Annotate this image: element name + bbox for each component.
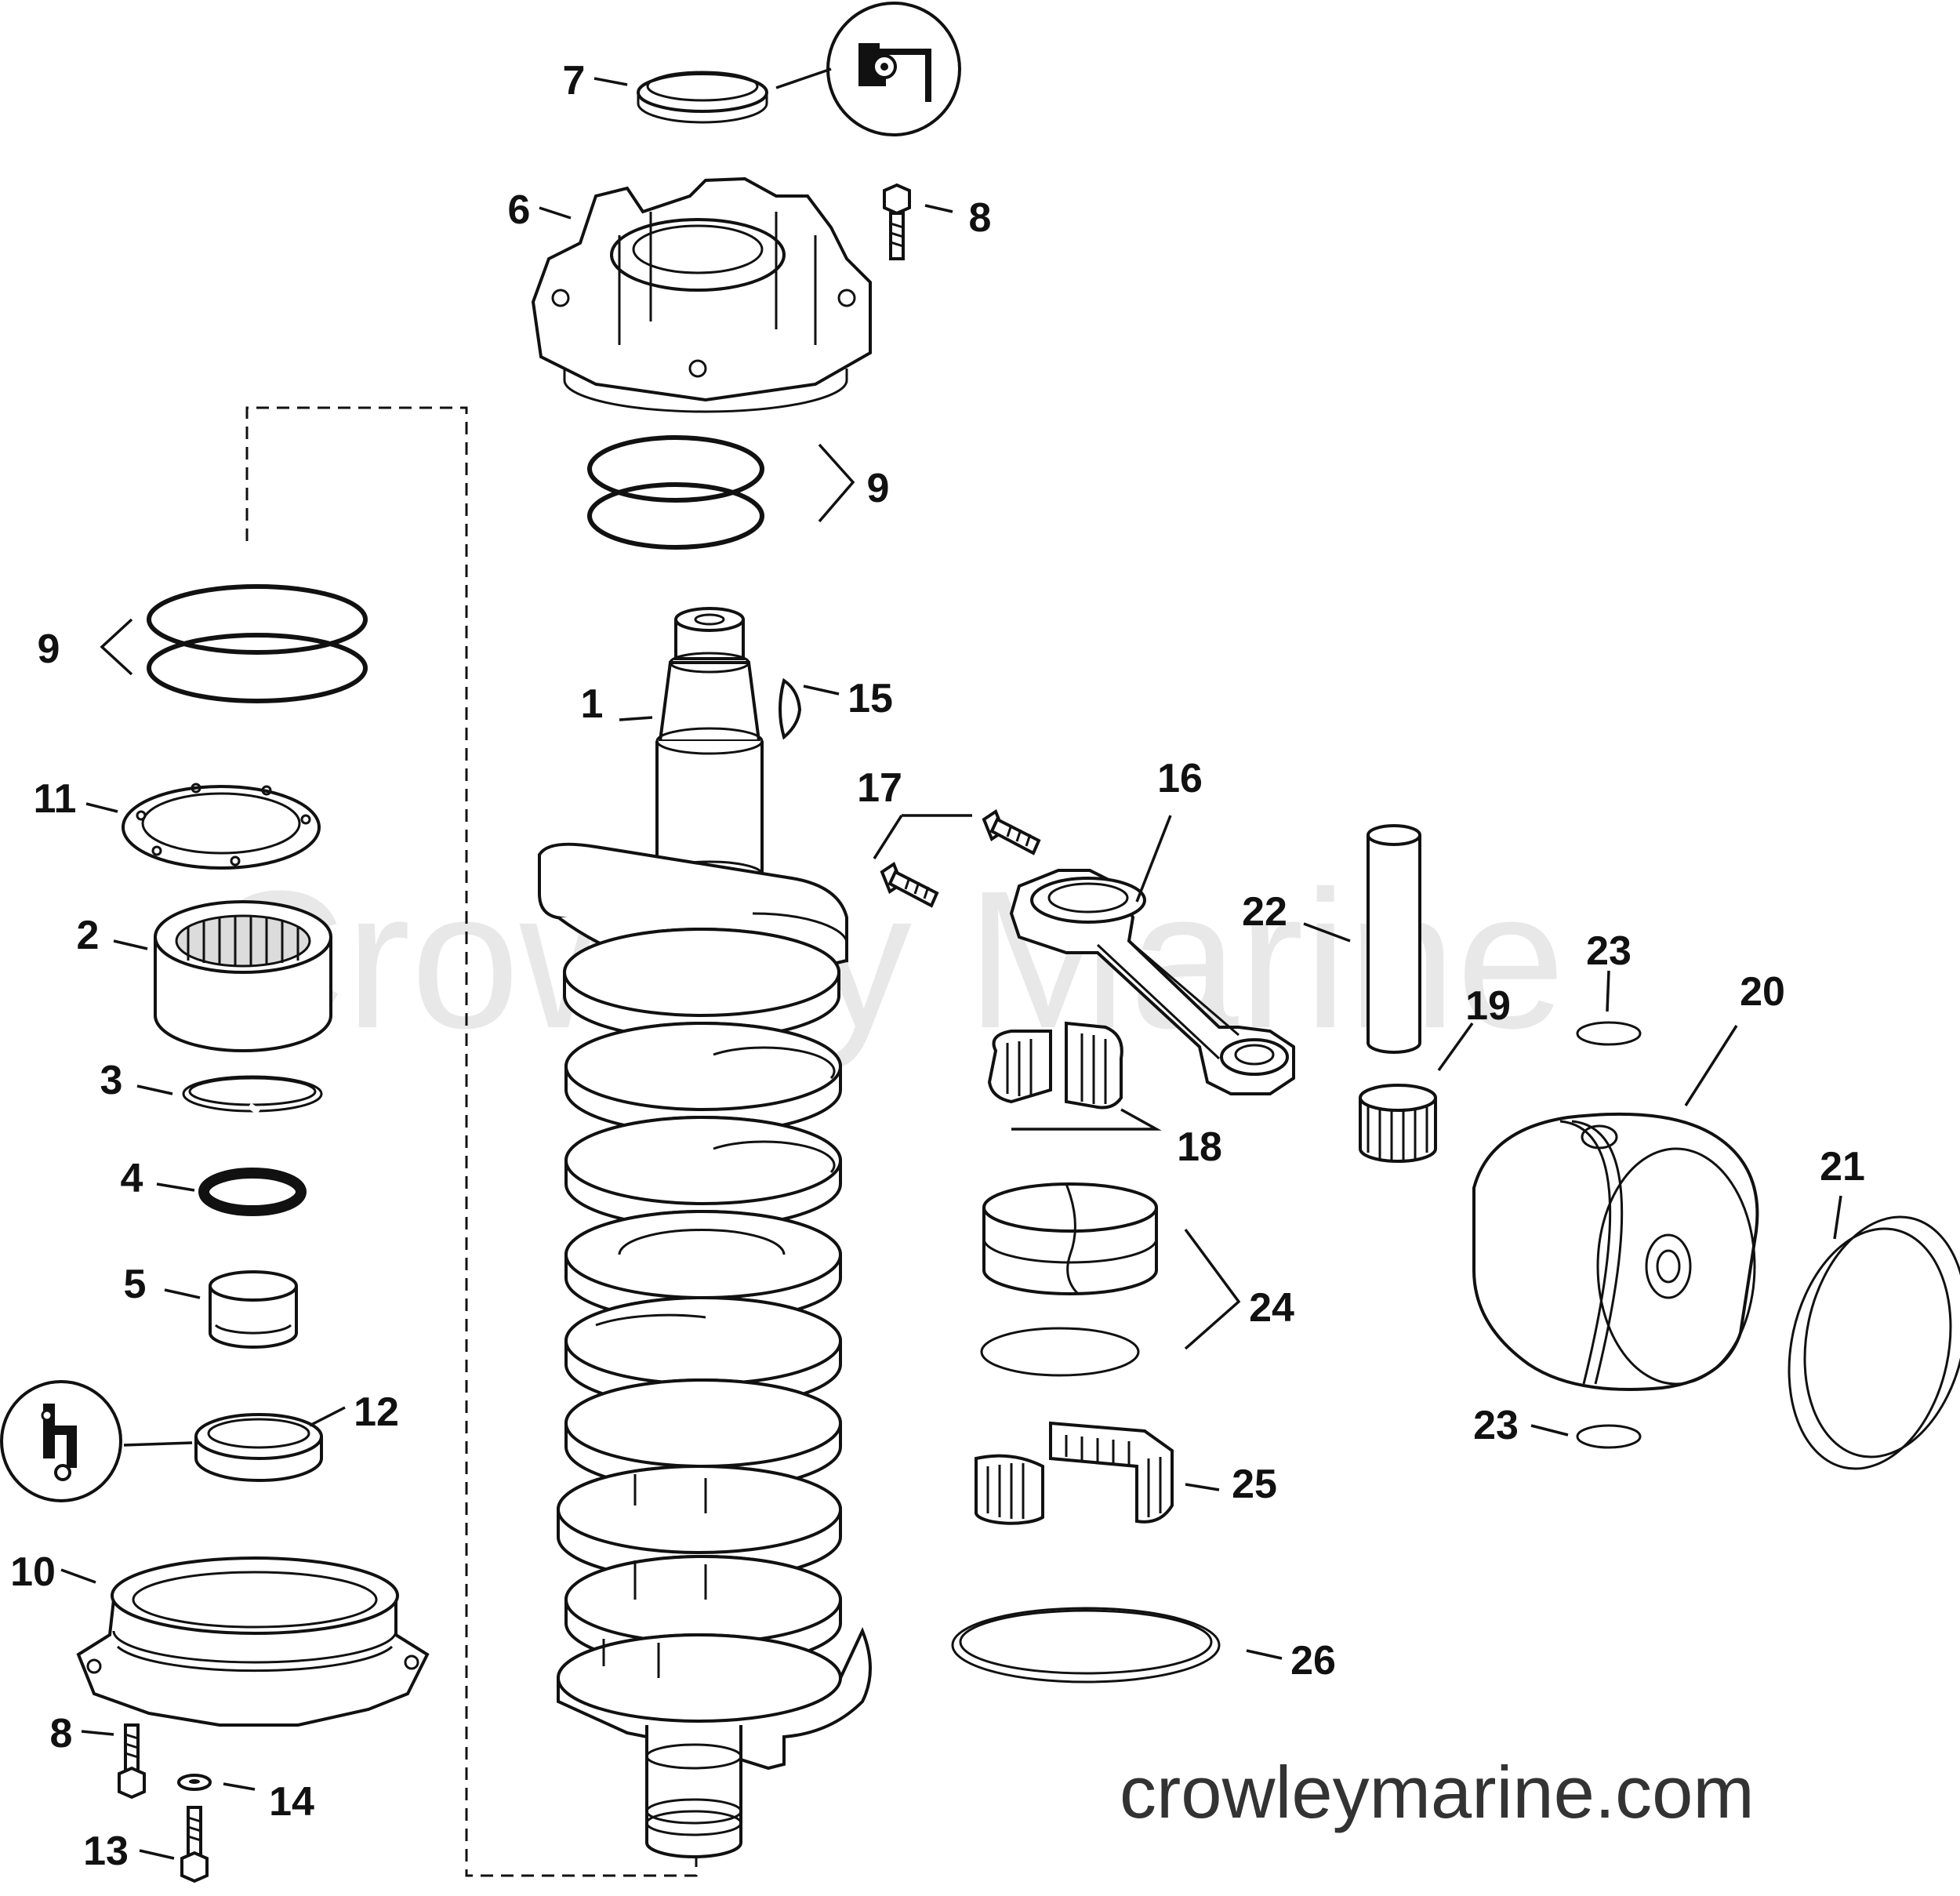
callout-21: 21 — [1820, 1144, 1865, 1190]
part-20-piston — [1472, 1112, 1759, 1391]
callout-4: 4 — [121, 1156, 143, 1201]
crankshaft-webs — [557, 928, 872, 1771]
callout-14: 14 — [269, 1779, 314, 1825]
callout-23-lower: 23 — [1473, 1403, 1519, 1448]
callout-17: 17 — [857, 765, 902, 811]
callout-9-upper: 9 — [867, 466, 890, 511]
part-23-clip-upper — [1576, 1021, 1642, 1046]
callout-3: 3 — [100, 1058, 123, 1103]
callout-23-upper: 23 — [1586, 928, 1632, 974]
part-13-bolt — [180, 1806, 209, 1883]
callout-11: 11 — [34, 776, 77, 822]
part-25-bearing-cage — [975, 1421, 1174, 1525]
part-23-clip-lower — [1576, 1424, 1642, 1449]
callout-10: 10 — [10, 1549, 56, 1595]
leader-9-upper — [818, 443, 855, 523]
assembly-dashed-line — [245, 406, 698, 1877]
part-17-screws — [880, 808, 1041, 908]
part-3-snap-ring — [182, 1075, 323, 1115]
part-14-washer — [177, 1774, 212, 1791]
part-8-bolt-lower — [118, 1723, 146, 1800]
leader-18 — [1011, 1108, 1162, 1131]
leader-12-detail — [123, 1441, 193, 1447]
callout-6: 6 — [508, 187, 531, 233]
callout-22: 22 — [1242, 889, 1287, 935]
leader-lines — [60, 77, 1842, 1860]
part-9-o-rings-upper — [587, 435, 764, 550]
part-11-plate — [122, 783, 321, 870]
part-9-o-rings-left — [147, 584, 368, 703]
callout-5: 5 — [124, 1262, 147, 1307]
callout-7: 7 — [563, 58, 586, 104]
callout-24: 24 — [1249, 1285, 1294, 1331]
leader-7-detail — [775, 67, 832, 89]
lip-seal-detail-icon — [0, 1380, 122, 1502]
part-7-seal — [637, 71, 768, 124]
callout-2: 2 — [77, 913, 100, 958]
part-2-roller-bearing — [154, 900, 332, 1052]
callout-12: 12 — [354, 1389, 399, 1435]
callout-25: 25 — [1232, 1462, 1277, 1507]
part-12-lip-seal — [194, 1413, 323, 1482]
callout-8-upper: 8 — [969, 195, 992, 241]
part-4-o-ring — [198, 1168, 307, 1216]
part-16-connecting-rod — [1009, 869, 1295, 1095]
callout-1: 1 — [581, 681, 604, 727]
callout-16: 16 — [1157, 756, 1203, 801]
leader-9-left — [100, 618, 133, 676]
seal-detail-icon — [826, 2, 961, 136]
callout-labels: 1 2 3 4 5 6 7 8 8 9 9 10 11 12 13 14 15 … — [10, 58, 1865, 1874]
part-26-ring — [951, 1607, 1221, 1684]
leader-24 — [1184, 1228, 1241, 1350]
callout-19: 19 — [1465, 983, 1511, 1029]
callout-9-left: 9 — [38, 627, 60, 672]
part-5-bushing — [209, 1270, 298, 1349]
part-18-bearing-halves — [987, 1021, 1123, 1110]
callout-13: 13 — [83, 1829, 129, 1874]
callout-8-lower: 8 — [50, 1711, 73, 1756]
part-8-bolt-upper — [883, 183, 911, 260]
part-21-piston-rings — [1788, 1215, 1960, 1470]
part-19-needle-bearing — [1359, 1084, 1437, 1163]
part-10-lower-housing — [76, 1556, 430, 1727]
part-15-key — [779, 677, 802, 740]
callout-26: 26 — [1290, 1638, 1336, 1684]
callout-18: 18 — [1177, 1124, 1222, 1170]
callout-15: 15 — [848, 676, 893, 721]
part-22-wrist-pin — [1367, 824, 1421, 1054]
part-6-upper-housing — [531, 176, 872, 413]
part-1-crankshaft — [538, 607, 872, 1858]
watermark-text: Crowley Marine — [204, 850, 1566, 1069]
callout-20: 20 — [1740, 969, 1785, 1015]
site-url: crowleymarine.com — [1120, 1751, 1755, 1833]
part-24-bearing-ring — [980, 1182, 1158, 1377]
